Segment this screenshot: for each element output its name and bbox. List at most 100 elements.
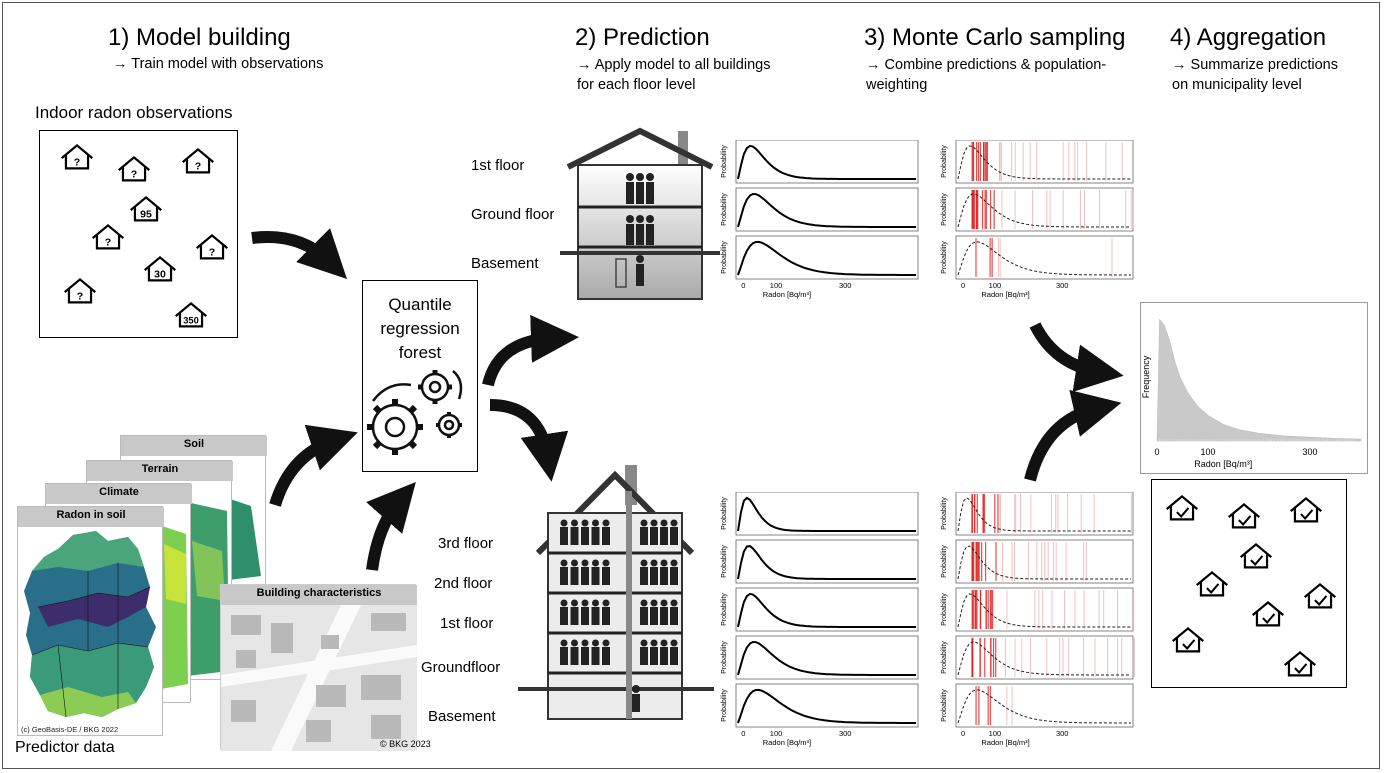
step1-title: 1) Model building	[108, 24, 291, 51]
radon-in-soil-map: Radon in soil (c) GeoBasis-DE / BKG 2022	[17, 506, 164, 736]
plot-panel	[735, 635, 919, 680]
apartment-building-icon	[518, 465, 714, 720]
svg-text:?: ?	[105, 236, 111, 248]
municipality-house-check-icon	[1171, 626, 1205, 653]
arrow-model-to-house2	[489, 399, 569, 482]
distribution-curve	[737, 144, 916, 180]
distribution-curve	[957, 193, 1131, 228]
distribution-curve	[957, 145, 1131, 180]
model-label-1: Quantile	[388, 295, 452, 314]
probability-axis-label: Probability	[721, 641, 728, 674]
x-tick-label: 300	[839, 281, 852, 290]
radon-in-soil-map-tab: Radon in soil	[18, 507, 164, 527]
svg-text:?: ?	[131, 168, 137, 180]
gears-icon	[367, 370, 463, 455]
svg-text:?: ?	[74, 156, 80, 168]
observation-house-icon: ?	[181, 147, 215, 174]
observation-house-icon: ?	[91, 223, 125, 250]
distribution-curve	[957, 497, 1131, 532]
house1-floor-label-1: 1st floor	[471, 157, 525, 174]
histogram-x-tick: 100	[1200, 447, 1215, 457]
building-characteristics-map: Building characteristics	[220, 584, 417, 751]
step2-subtitle-1: → Apply model to all buildings	[577, 57, 771, 73]
svg-text:?: ?	[209, 246, 215, 258]
distribution-curve	[737, 688, 916, 724]
house2-floor-label-5: Basement	[428, 708, 496, 725]
observation-house-icon: ?	[60, 143, 94, 170]
plot-panel	[955, 635, 1134, 680]
step3-subtitle-1: → Combine predictions & population-	[866, 57, 1107, 73]
probability-axis-label: Probability	[941, 689, 948, 722]
x-tick-label: 0	[741, 281, 745, 290]
observation-houses: ???95??30?350	[60, 143, 229, 328]
plot-panel	[735, 587, 919, 632]
observation-house-icon: 30	[143, 255, 177, 282]
step2-title: 2) Prediction	[575, 24, 710, 51]
step3-title: 3) Monte Carlo sampling	[864, 24, 1126, 51]
municipality-house-check-icon	[1283, 650, 1317, 677]
probability-axis-label: Probability	[721, 593, 728, 626]
municipality-box	[1151, 479, 1347, 688]
svg-text:30: 30	[154, 268, 166, 280]
model-box: Quantile regression forest	[362, 280, 478, 472]
bkg-credit: © BKG 2023	[380, 739, 431, 749]
step4-subtitle-2: on municipality level	[1172, 77, 1302, 93]
probability-axis-label: Probability	[941, 193, 948, 226]
prediction-plots-house2: ProbabilityProbabilityProbabilityProbabi…	[721, 492, 919, 747]
plot-panel	[955, 492, 1134, 536]
model-label-2: regression	[380, 319, 460, 338]
municipality-house-check-icon	[1251, 600, 1285, 627]
plot-panel	[955, 235, 1134, 280]
plot-panel	[735, 539, 919, 584]
plot-panel	[955, 587, 1134, 632]
distribution-curve	[957, 593, 1131, 628]
observation-house-icon: ?	[117, 155, 151, 182]
house1-floor-label-2: Ground floor	[471, 206, 555, 223]
probability-axis-label: Probability	[721, 689, 728, 722]
x-axis-label: Radon [Bq/m³]	[981, 290, 1029, 299]
x-tick-label: 100	[989, 281, 1002, 290]
model-label-3: forest	[398, 343, 442, 362]
probability-axis-label: Probability	[941, 145, 948, 178]
histogram-x-axis-label: Radon [Bq/m³]	[1194, 459, 1252, 469]
arrow-maps-to-model	[269, 424, 358, 507]
montecarlo-plots-house2: ProbabilityProbabilityProbabilityProbabi…	[941, 492, 1135, 747]
step1-subtitle: → Train model with observations	[113, 56, 324, 72]
plot-panel	[735, 187, 919, 232]
x-axis-label: Radon [Bq/m³]	[763, 290, 811, 299]
predictor-data-label: Predictor data	[15, 739, 115, 756]
house1-floor-label-3: Basement	[471, 255, 539, 272]
probability-axis-label: Probability	[721, 497, 728, 530]
terrain-map-tab: Terrain	[87, 461, 233, 481]
plot-panel	[955, 140, 1134, 184]
probability-axis-label: Probability	[941, 593, 948, 626]
x-tick-label: 100	[989, 729, 1002, 738]
distribution-curve	[957, 641, 1131, 676]
municipality-house-check-icon	[1165, 494, 1199, 521]
probability-axis-label: Probability	[941, 241, 948, 274]
municipality-house-check-icon	[1195, 570, 1229, 597]
house2-floor-label-1: 3rd floor	[438, 535, 494, 552]
svg-text:?: ?	[195, 160, 201, 172]
svg-text:?: ?	[77, 290, 83, 302]
distribution-curve	[737, 496, 916, 532]
x-tick-label: 0	[741, 729, 745, 738]
x-tick-label: 300	[839, 729, 852, 738]
house2-floor-label-4: Groundfloor	[421, 659, 501, 676]
municipality-house-check-icon	[1289, 496, 1323, 523]
svg-text:95: 95	[140, 208, 152, 220]
step4-subtitle-1: → Summarize predictions	[1172, 57, 1338, 73]
distribution-curve	[737, 640, 916, 676]
x-tick-label: 100	[770, 729, 783, 738]
histogram-x-tick: 300	[1302, 447, 1317, 457]
plot-panel	[735, 140, 919, 184]
probability-axis-label: Probability	[721, 193, 728, 226]
arrow-mc1-to-agg	[1029, 322, 1124, 393]
germany-map-icon	[24, 531, 156, 718]
x-tick-label: 300	[1056, 729, 1069, 738]
probability-axis-label: Probability	[721, 241, 728, 274]
arrow-obs-to-model	[251, 228, 347, 279]
